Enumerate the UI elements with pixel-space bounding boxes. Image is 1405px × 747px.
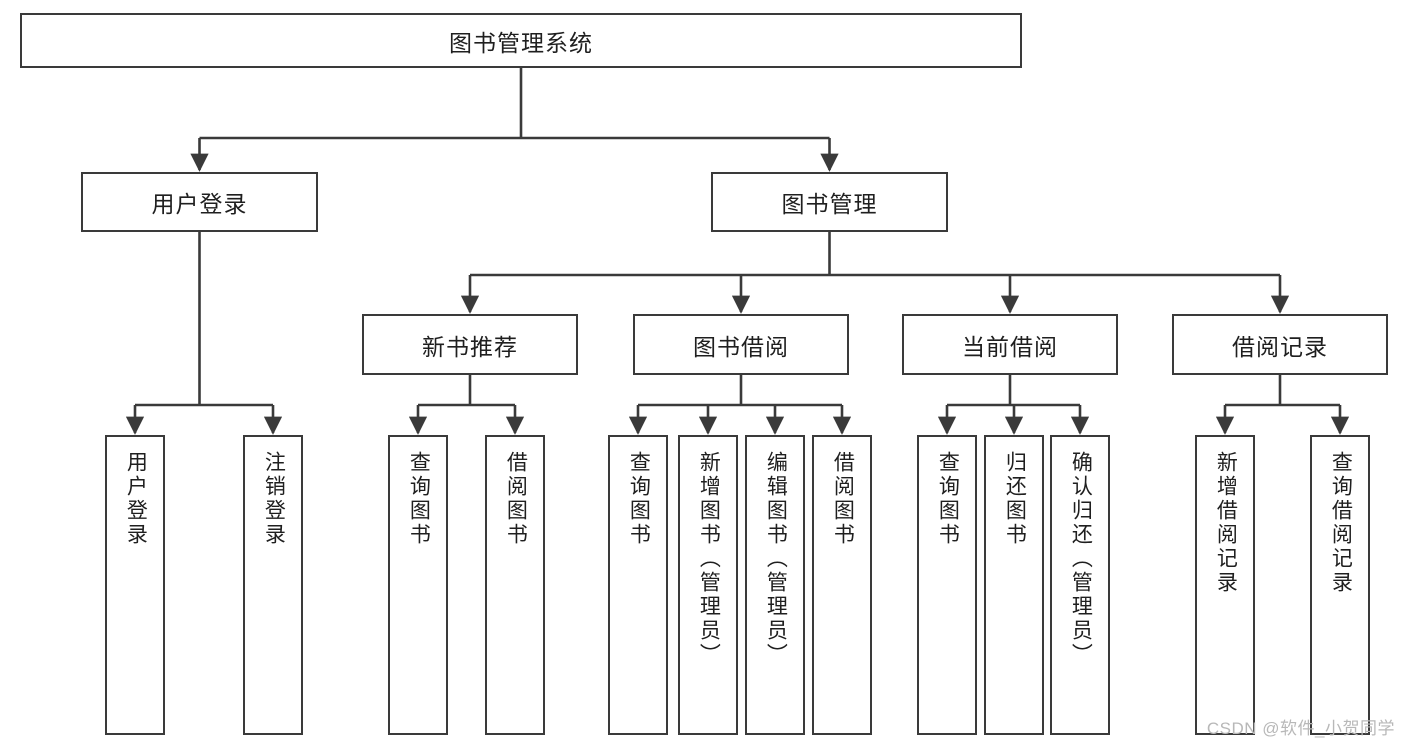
leaf-node[interactable]: 查询借阅记录	[1310, 435, 1370, 735]
node-label: 图书管理系统	[449, 29, 593, 56]
node-label: 用户登录	[124, 451, 148, 547]
leaf-node[interactable]: 确认归还（管理员）	[1050, 435, 1110, 735]
leaf-node[interactable]: 借阅图书	[485, 435, 545, 735]
branch-node[interactable]: 借阅记录	[1172, 314, 1388, 375]
leaf-node[interactable]: 归还图书	[984, 435, 1044, 735]
node-label: 确认归还（管理员）	[1069, 451, 1093, 667]
node-label: 查询图书	[936, 451, 960, 547]
node-label: 归还图书	[1003, 451, 1027, 547]
branch-node[interactable]: 图书借阅	[633, 314, 849, 375]
leaf-node[interactable]: 注销登录	[243, 435, 303, 735]
leaf-node[interactable]: 查询图书	[608, 435, 668, 735]
node-label: 新增借阅记录	[1214, 451, 1238, 595]
leaf-node[interactable]: 查询图书	[917, 435, 977, 735]
node-label: 查询图书	[407, 451, 431, 547]
leaf-node[interactable]: 编辑图书（管理员）	[745, 435, 805, 735]
branch-node[interactable]: 当前借阅	[902, 314, 1118, 375]
node-label: 用户登录	[151, 191, 248, 217]
node-label: 借阅记录	[1232, 333, 1328, 360]
root-node[interactable]: 图书管理系统	[20, 13, 1022, 68]
node-label: 借阅图书	[831, 451, 855, 547]
node-label: 新增图书（管理员）	[697, 451, 721, 667]
node-label: 新书推荐	[422, 333, 518, 360]
branch-node[interactable]: 用户登录	[81, 172, 318, 232]
node-label: 编辑图书（管理员）	[764, 451, 788, 667]
node-label: 借阅图书	[504, 451, 528, 547]
node-label: 图书借阅	[693, 333, 789, 360]
watermark-text: CSDN @软件_小贺同学	[1206, 719, 1395, 738]
branch-node[interactable]: 图书管理	[711, 172, 948, 232]
leaf-node[interactable]: 查询图书	[388, 435, 448, 735]
node-label: 注销登录	[262, 451, 286, 547]
node-label: 当前借阅	[962, 333, 1058, 360]
branch-node[interactable]: 新书推荐	[362, 314, 578, 375]
leaf-node[interactable]: 新增图书（管理员）	[678, 435, 738, 735]
leaf-node[interactable]: 用户登录	[105, 435, 165, 735]
leaf-node[interactable]: 新增借阅记录	[1195, 435, 1255, 735]
node-label: 图书管理	[781, 191, 878, 217]
node-label: 查询图书	[627, 451, 651, 547]
node-label: 查询借阅记录	[1329, 451, 1353, 595]
leaf-node[interactable]: 借阅图书	[812, 435, 872, 735]
